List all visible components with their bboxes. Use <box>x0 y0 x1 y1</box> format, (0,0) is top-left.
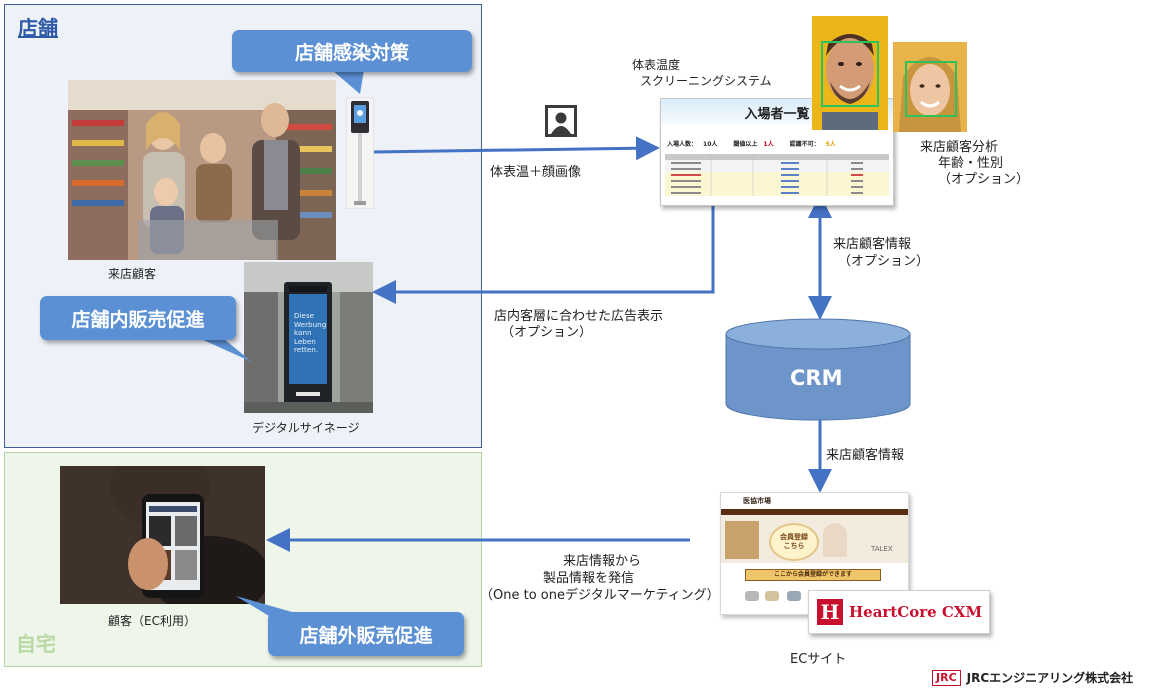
analysis-label-line3: （オプション） <box>938 172 1030 187</box>
callout-outstore: 店舗外販売促進 <box>268 612 464 656</box>
home-zone-title: 自宅 <box>16 632 56 656</box>
summary-value-2: 1人 <box>763 141 774 148</box>
analysis-label-line1: 来店顧客分析 <box>920 140 999 155</box>
face-image-icon <box>544 104 578 138</box>
ec-register-line2: こちら <box>783 542 805 550</box>
system-label-line2: スクリーニングシステム <box>640 74 772 88</box>
company-footer: JRC JRCエンジニアリング株式会社 <box>932 669 1133 686</box>
heartcore-mark: H <box>817 599 843 625</box>
arrow-kiosk-to-system <box>371 136 660 161</box>
ec-customer-label: 顧客（EC利用） <box>108 614 196 628</box>
ec-info-line1: 来店情報から <box>563 554 642 569</box>
callout-infection-pointer <box>332 70 364 94</box>
customer-info-label: 来店顧客情報 <box>826 448 905 463</box>
signage-label: デジタルサイネージ <box>252 421 360 435</box>
summary-label-1: 入場人数： <box>667 141 698 148</box>
face-photo-male <box>812 16 888 130</box>
ec-info-line2: 製品情報を発信 <box>543 571 635 586</box>
ec-customer-photo <box>60 466 265 604</box>
ec-site-label: ECサイト <box>790 652 847 667</box>
signage-screen-text: Diese Werbung kann Leben retten. <box>294 311 328 355</box>
summary-value-1: 10人 <box>703 141 718 148</box>
callout-instore: 店舗内販売促進 <box>40 296 236 340</box>
signage-screen-line1: Diese <box>294 311 315 320</box>
heartcore-name: HeartCore CXM <box>849 603 983 621</box>
summary-label-2: 閾値以上 <box>733 141 758 148</box>
ec-talex: TALEX <box>871 545 893 553</box>
store-customers-photo <box>68 80 336 260</box>
temp-face-label: 体表温＋顔画像 <box>490 165 582 180</box>
system-label-line1: 体表温度 <box>632 58 681 72</box>
company-logo: JRC <box>932 669 961 686</box>
signage-screen-line3: kann <box>294 328 312 338</box>
signage-screen-line5: retten. <box>294 345 319 355</box>
store-zone-title: 店舗 <box>18 16 58 40</box>
arrow-system-to-signage <box>372 206 715 304</box>
ec-register-line1: 会員登録 <box>780 533 808 541</box>
digital-signage-photo: Diese Werbung kann Leben retten. <box>244 262 373 413</box>
ec-register-badge[interactable]: 会員登録 こちら <box>769 523 819 561</box>
face-photo-female <box>893 42 967 132</box>
ec-info-line3: （One to oneデジタルマーケティング） <box>480 588 720 603</box>
crm-database <box>725 318 911 421</box>
store-customer-label: 来店顧客 <box>108 267 157 281</box>
callout-infection: 店舗感染対策 <box>232 30 472 72</box>
ad-label-line2: （オプション） <box>501 325 593 340</box>
summary-value-3: 5人 <box>825 141 836 148</box>
analysis-label-line2: 年齢・性別 <box>938 156 1004 171</box>
customer-info-option-line1: 来店顧客情報 <box>833 237 912 252</box>
screen-summary: 入場人数： 10人 閾値以上 1人 認識不可： 5人 <box>661 125 893 152</box>
ec-banner[interactable]: ここから会員登録ができます <box>745 569 881 581</box>
ad-label-line1: 店内客層に合わせた広告表示 <box>494 309 664 324</box>
signage-screen-line4: Leben <box>294 336 316 346</box>
heartcore-logo: H HeartCore CXM <box>808 590 990 634</box>
crm-label: CRM <box>790 366 843 390</box>
customer-info-option-line2: （オプション） <box>838 254 930 269</box>
temperature-kiosk <box>345 96 375 210</box>
summary-label-3: 認識不可： <box>789 141 820 148</box>
ec-site-name: 医協市場 <box>743 497 771 505</box>
company-name: JRCエンジニアリング株式会社 <box>966 671 1134 685</box>
callout-instore-pointer <box>190 334 252 362</box>
signage-screen-line2: Werbung <box>294 319 327 329</box>
screen-table <box>665 154 889 196</box>
